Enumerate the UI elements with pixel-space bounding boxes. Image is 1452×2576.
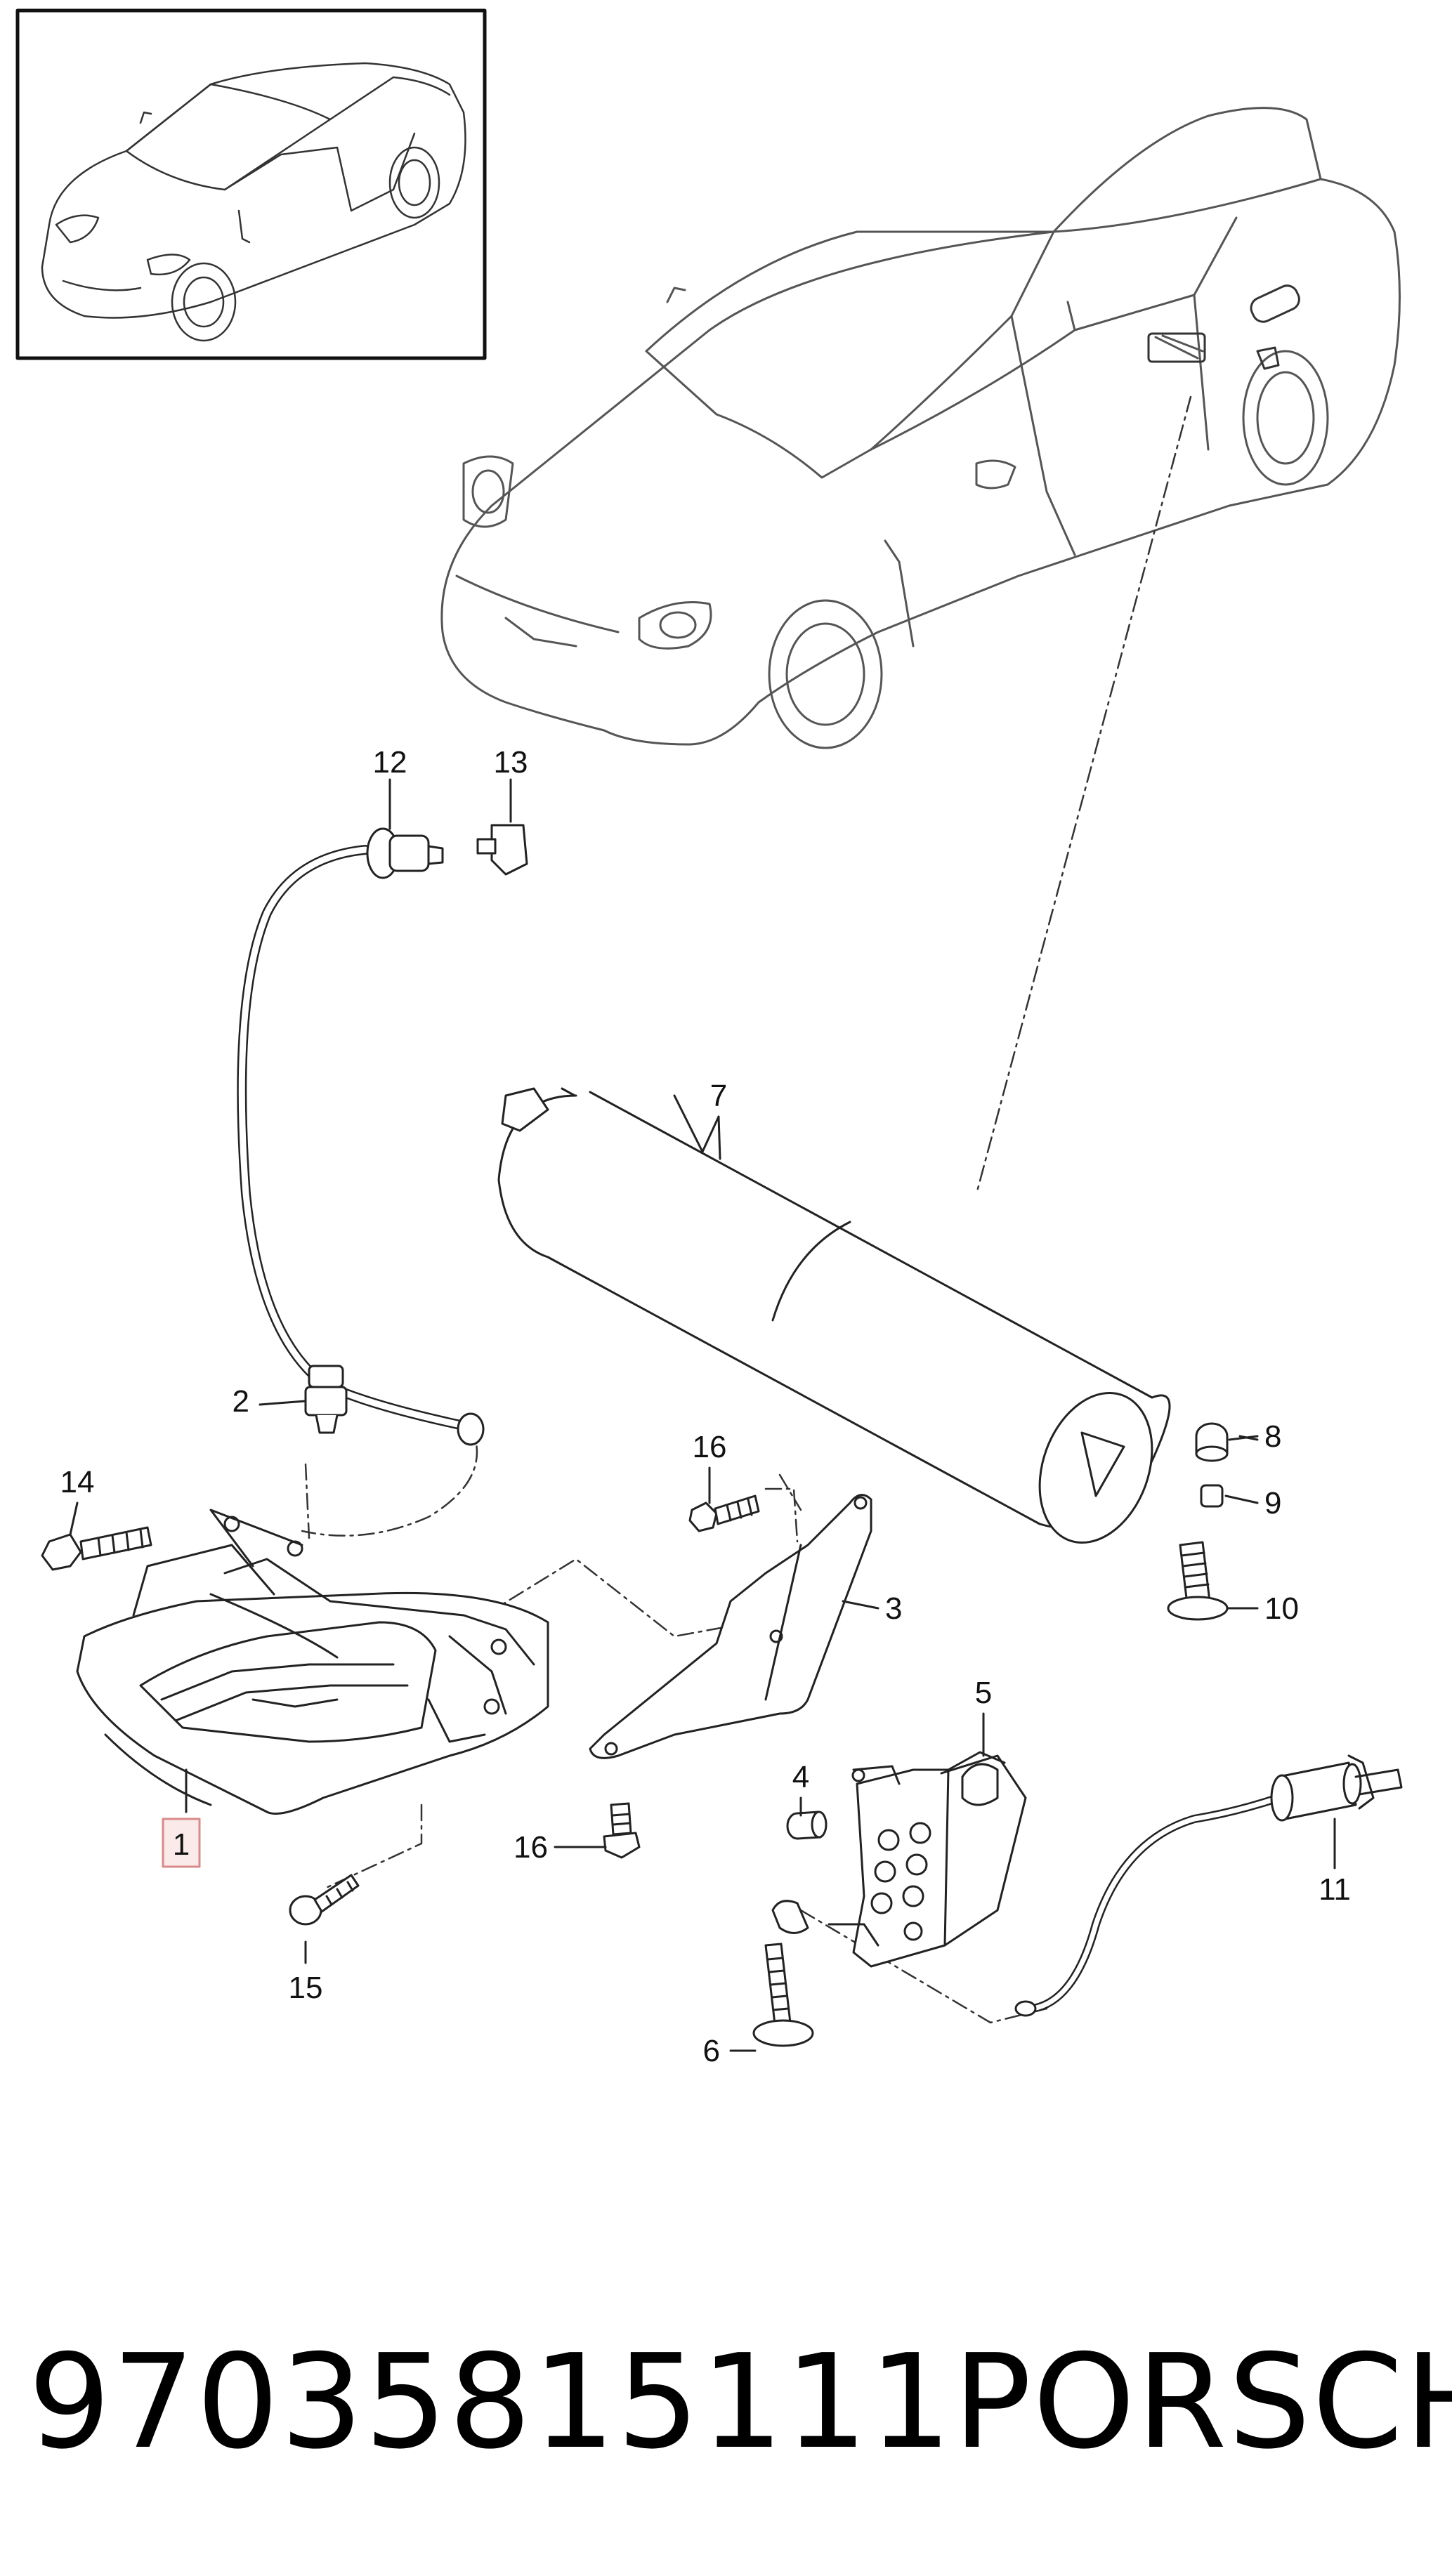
callout-14: 14 xyxy=(60,1465,95,1499)
callout-16-lower: 16 xyxy=(514,1830,548,1865)
callout-1: 1 xyxy=(173,1827,190,1862)
main-car-outline xyxy=(440,107,1401,749)
thumbnail-car-view xyxy=(15,8,487,360)
brand-name: PORSCHE xyxy=(953,2326,1452,2478)
callout-16-upper: 16 xyxy=(693,1430,727,1464)
part-3-bracket xyxy=(589,1494,872,1759)
part-13-clip xyxy=(476,824,528,876)
part-1-bracket-assembly xyxy=(76,1509,549,1815)
parts-diagram: 1 2 3 4 5 6 7 8 9 10 11 12 13 14 15 16 1… xyxy=(15,8,1403,2068)
parts-8-9-10-mounts xyxy=(1167,1422,1229,1621)
part-number: 97035815111 xyxy=(28,2326,953,2478)
callout-5: 5 xyxy=(975,1676,992,1710)
part-14-bolt xyxy=(41,1526,152,1571)
part-7-tank xyxy=(497,1087,1171,1544)
callout-11: 11 xyxy=(1319,1872,1351,1907)
callout-15: 15 xyxy=(289,1971,323,2005)
callout-3: 3 xyxy=(885,1591,902,1626)
callout-4: 4 xyxy=(792,1760,809,1794)
callout-1-highlight-box xyxy=(162,1818,201,1868)
part-16-upper-bolt xyxy=(688,1494,760,1532)
part-4-plug xyxy=(786,1811,828,1840)
part-5-valve-block xyxy=(771,1751,1027,1968)
callout-9: 9 xyxy=(1264,1486,1281,1520)
part-6-bolt xyxy=(752,1943,814,2047)
callout-2: 2 xyxy=(233,1384,249,1419)
callout-8: 8 xyxy=(1264,1419,1281,1454)
part-15-bolt xyxy=(289,1874,360,1926)
callout-leaders xyxy=(69,778,1336,2052)
callout-6: 6 xyxy=(703,2034,720,2068)
part-2-connector xyxy=(304,1365,348,1434)
callout-13: 13 xyxy=(494,745,528,780)
part-11-hose xyxy=(1014,1754,1403,2017)
thumbnail-frame xyxy=(15,8,487,360)
part-16-lower-bolt xyxy=(603,1802,641,1859)
callout-10: 10 xyxy=(1264,1591,1299,1626)
footer-caption: 97035815111 PORSCHE xyxy=(28,2318,1452,2486)
callout-labels: 1 2 3 4 5 6 7 8 9 10 11 12 13 14 15 16 1… xyxy=(60,745,1351,2068)
part-12-hose xyxy=(237,827,485,1446)
callout-12: 12 xyxy=(373,745,407,780)
callout-7: 7 xyxy=(710,1079,727,1113)
leader-lines xyxy=(301,395,1192,2024)
